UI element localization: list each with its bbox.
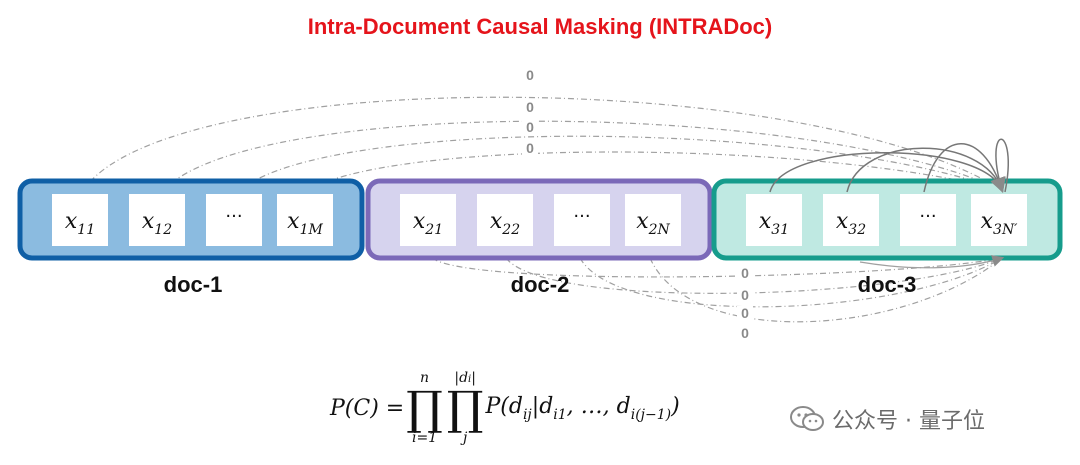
- token-label: x11: [65, 209, 95, 238]
- incoming-arrow: [859, 255, 1005, 269]
- masked-arcs-bottom: [431, 257, 1003, 323]
- masked-arc: [505, 257, 1003, 294]
- document-boxes: doc-1 x11 x12 ··· x1M doc-2 x21 x22 ··· x2N doc-3 x…: [17, 178, 1063, 297]
- product-outer-upper: n: [420, 370, 430, 386]
- token-box: [971, 194, 1027, 246]
- token-label: x22: [490, 209, 520, 238]
- zero-label-bg: [737, 326, 753, 340]
- masked-arc: [304, 151, 1003, 193]
- token-box: [400, 194, 456, 246]
- zero-label: 0: [526, 119, 534, 135]
- token-label: x12: [142, 209, 172, 238]
- zero-label-bg: [522, 100, 538, 114]
- diagram-title: Intra-Document Causal Masking (INTRADoc): [307, 14, 773, 39]
- masked-arc: [431, 257, 1003, 278]
- masked-arcs-top: [81, 96, 1003, 193]
- token-box: [746, 194, 802, 246]
- zero-label: 0: [526, 67, 534, 83]
- zero-label: 0: [526, 99, 534, 115]
- document-label: doc-3: [858, 272, 917, 297]
- document-label: doc-2: [511, 272, 570, 297]
- zero-label: 0: [741, 325, 749, 341]
- product-inner-upper: |di|: [454, 370, 476, 386]
- zero-label: 0: [526, 140, 534, 156]
- token-box: [477, 194, 533, 246]
- product-outer-lower: i=1: [411, 430, 438, 446]
- wechat-icon: [790, 406, 824, 431]
- document-label: doc-1: [164, 272, 223, 297]
- probability-formula: P(C) = n ∏ i=1 |di| ∏ j P(dij|di1, …, di…: [330, 362, 680, 454]
- zero-label: 0: [741, 287, 749, 303]
- watermark: 公众号 · 量子位: [790, 403, 985, 435]
- zero-label-bg: [522, 141, 538, 155]
- product-symbol: ∏: [446, 381, 484, 435]
- zero-label: 0: [741, 305, 749, 321]
- masked-arc: [579, 257, 1003, 308]
- formula-rhs: P(dij|di1, …, di(j−1)): [485, 393, 680, 423]
- token-label: x32: [836, 209, 866, 238]
- token-label: x21: [413, 209, 443, 238]
- zero-label-bg: [737, 288, 753, 302]
- token-label: x31: [759, 209, 789, 238]
- causal-attention-arcs: [769, 138, 1009, 269]
- zero-label-bg: [522, 68, 538, 82]
- zero-labels: 0 0 0 0 0 0 0 0: [522, 67, 753, 341]
- causal-arc: [991, 138, 1009, 193]
- masked-arc: [81, 96, 1003, 193]
- zero-label: 0: [741, 265, 749, 281]
- token-label: x3N′: [981, 209, 1019, 238]
- token-box: [900, 194, 956, 246]
- watermark-text: 公众号 · 量子位: [832, 409, 985, 434]
- token-box: [206, 194, 262, 246]
- causal-arc: [846, 147, 1006, 193]
- product-symbol: ∏: [406, 381, 443, 435]
- token-box: [129, 194, 185, 246]
- token-box: [277, 194, 333, 246]
- causal-arc: [923, 143, 1006, 193]
- masked-arc: [649, 257, 1003, 323]
- token-box: [823, 194, 879, 246]
- zero-label-bg: [737, 306, 753, 320]
- causal-arc: [769, 152, 1005, 193]
- token-box: [554, 194, 610, 246]
- product-outer: n ∏ i=1: [406, 371, 443, 445]
- ellipsis-token: ···: [573, 206, 590, 227]
- token-box: [625, 194, 681, 246]
- masked-arc: [237, 135, 1003, 193]
- ellipsis-token: ···: [919, 206, 936, 227]
- token-box: [52, 194, 108, 246]
- product-inner-lower: j: [463, 430, 468, 446]
- token-label: x1M: [287, 209, 323, 238]
- masking-diagram: doc-1 x11 x12 ··· x1M doc-2 x21 x22 ··· x2N doc-3 x…: [17, 67, 1063, 341]
- zero-label-bg: [737, 266, 753, 280]
- token-label: x2N: [636, 209, 670, 238]
- ellipsis-token: ···: [225, 206, 242, 227]
- zero-label-bg: [522, 120, 538, 134]
- formula-lhs: P(C) =: [330, 395, 405, 421]
- product-inner: |di| ∏ j: [447, 371, 484, 445]
